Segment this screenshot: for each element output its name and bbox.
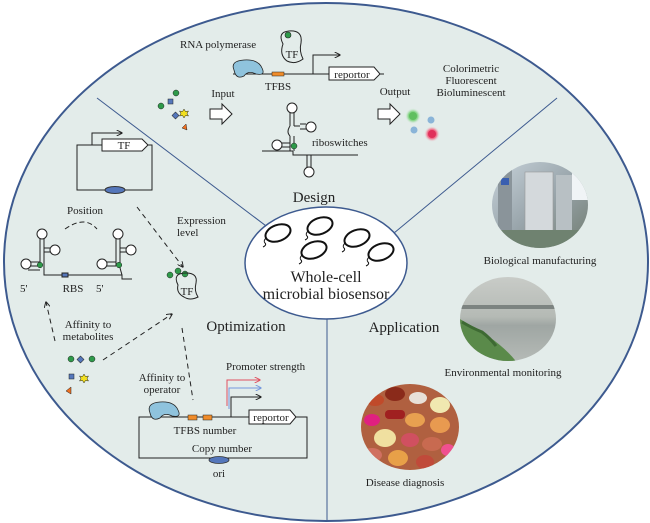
center-title-line1: Whole-cell bbox=[290, 269, 362, 286]
divider-design-application bbox=[387, 97, 558, 239]
operator-dashed-line bbox=[181, 327, 194, 401]
affinity-metabolites-label-2: metabolites bbox=[63, 331, 114, 343]
promoter-strength-label: Promoter strength bbox=[226, 361, 306, 373]
center-title-line2: microbial biosensor bbox=[263, 286, 390, 303]
rbs-label: RBS bbox=[63, 283, 84, 295]
output-type-fluorescent: Fluorescent bbox=[445, 75, 496, 87]
rna-polymerase-label: RNA polymerase bbox=[180, 39, 256, 51]
tf-with-ligands bbox=[166, 267, 199, 300]
section-title-optimization: Optimization bbox=[206, 319, 286, 335]
rbs-riboswitch-pair bbox=[20, 228, 137, 280]
affinity-operator-label-1: Affinity to bbox=[139, 372, 186, 384]
input-arrow-icon bbox=[209, 102, 233, 126]
five-prime-label-right: 5' bbox=[96, 283, 104, 295]
ligand-green-icon bbox=[284, 31, 292, 39]
application-label-biological-manufacturing: Biological manufacturing bbox=[484, 255, 597, 267]
tfbs-box-2 bbox=[202, 414, 213, 421]
reporter-label: reportor bbox=[253, 412, 289, 424]
reporter-gene-box bbox=[248, 409, 297, 425]
reporter-gene-box bbox=[328, 66, 381, 81]
bacteria-icons bbox=[262, 216, 395, 267]
affinity-rbs-arrow bbox=[46, 302, 56, 342]
ori-icon bbox=[208, 456, 230, 464]
pills-photo bbox=[361, 384, 459, 470]
input-label: Input bbox=[211, 88, 234, 100]
optimization-section: TF Expression level Position bbox=[20, 133, 308, 480]
section-title-application: Application bbox=[369, 320, 440, 336]
five-prime-label-left: 5' bbox=[20, 283, 28, 295]
output-signals bbox=[405, 108, 440, 142]
tf-cassette bbox=[76, 133, 153, 194]
tf-protein-icon bbox=[280, 30, 304, 64]
application-label-environmental-monitoring: Environmental monitoring bbox=[444, 367, 562, 379]
application-section: Biological manufacturing Environmental m… bbox=[361, 162, 597, 489]
rna-polymerase-icon bbox=[232, 59, 264, 78]
tf-label: TF bbox=[181, 286, 194, 298]
expression-level-label-2: level bbox=[177, 227, 198, 239]
promoter-arrow-blue bbox=[228, 388, 261, 409]
output-arrow-icon bbox=[377, 102, 401, 126]
affinity-operator-label-2: operator bbox=[144, 384, 181, 396]
output-type-bioluminescent: Bioluminescent bbox=[436, 87, 505, 99]
ori-label: ori bbox=[213, 468, 225, 480]
ligand-green-icon bbox=[36, 261, 44, 269]
center-hub: Whole-cell microbial biosensor bbox=[244, 206, 408, 320]
ligand-green-icon bbox=[115, 261, 123, 269]
tfbs-number-label: TFBS number bbox=[174, 425, 237, 437]
position-label: Position bbox=[67, 205, 104, 217]
position-arc bbox=[64, 221, 98, 230]
divider-design-optimization bbox=[96, 97, 283, 239]
affinity-tf-arrow bbox=[102, 314, 172, 361]
rna-polymerase-icon bbox=[148, 401, 180, 420]
tf-cassette-label: TF bbox=[118, 140, 131, 152]
metabolite-ligands bbox=[65, 355, 96, 395]
application-label-disease-diagnosis: Disease diagnosis bbox=[366, 477, 445, 489]
section-title-design: Design bbox=[293, 190, 336, 206]
promoter-arrow-red bbox=[226, 380, 260, 406]
output-label: Output bbox=[380, 86, 411, 98]
copy-number-label: Copy number bbox=[192, 443, 253, 455]
tfbs-box-1 bbox=[187, 414, 198, 421]
affinity-metabolites-label-1: Affinity to bbox=[65, 319, 112, 331]
expression-level-label-1: Expression bbox=[177, 215, 226, 227]
tfbs-label: TFBS bbox=[265, 81, 291, 93]
input-ligands bbox=[157, 89, 189, 131]
output-type-colorimetric: Colorimetric bbox=[443, 63, 499, 75]
tf-label: TF bbox=[286, 49, 299, 61]
riboswitch-ligand-icon bbox=[290, 142, 298, 150]
promoter-arrow-icon bbox=[312, 55, 340, 74]
reporter-label: reportor bbox=[334, 69, 370, 81]
tfbs-box bbox=[271, 71, 285, 77]
expression-level-arrow bbox=[136, 206, 183, 267]
design-section: RNA polymerase TF TFBS reportor Input bbox=[157, 30, 506, 178]
riboswitches-label: riboswitches bbox=[312, 137, 368, 149]
